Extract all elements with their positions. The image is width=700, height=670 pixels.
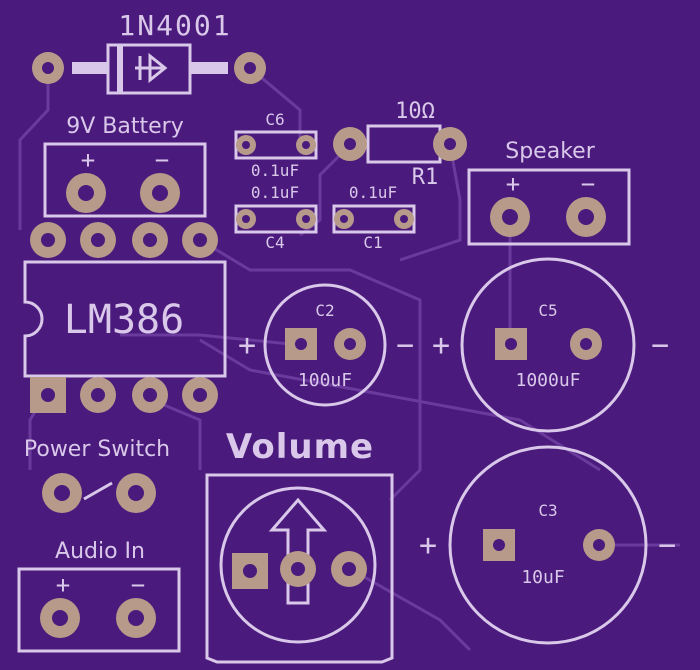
ic-outline [23, 260, 227, 378]
volume-knob-outline [219, 486, 377, 644]
capacitor-c5: C5 1000uF + − [432, 257, 669, 433]
ic-top-pins [30, 222, 218, 258]
audio-in-minus: − [131, 571, 145, 599]
diode-band [117, 45, 123, 93]
diode-body [106, 43, 192, 95]
volume-potentiometer: Volume [205, 427, 394, 664]
speaker-plus: + [506, 170, 520, 198]
battery-label: 9V Battery [66, 114, 183, 139]
ic-bottom-pins [30, 377, 218, 413]
r1-outline [366, 124, 442, 164]
c4-ref: C4 [265, 233, 284, 252]
r1-ref: R1 [412, 165, 439, 190]
battery-plus: + [81, 146, 95, 174]
capacitor-c6: C6 0.1uF [234, 110, 318, 180]
capacitor-c4: 0.1uF C4 [234, 183, 318, 252]
diode-symbol-icon [135, 52, 168, 84]
c3-outline [448, 445, 648, 645]
battery-outline [43, 142, 207, 218]
c5-outline [460, 257, 636, 433]
diode-1n4001: 1N4001 [32, 9, 266, 95]
c2-value: 100uF [298, 370, 352, 391]
c5-value: 1000uF [515, 370, 580, 391]
battery-connector: 9V Battery + − [43, 114, 207, 218]
c4-value: 0.1uF [251, 183, 299, 202]
power-switch: Power Switch [24, 437, 170, 513]
ic-label: LM386 [64, 297, 184, 343]
c3-ref: C3 [538, 501, 557, 520]
c6-ref: C6 [265, 110, 284, 129]
volume-outline [205, 473, 394, 664]
switch-symbol-icon [83, 481, 113, 501]
capacitor-c1: 0.1uF C1 [332, 183, 416, 252]
resistor-r1: 10Ω R1 [333, 99, 467, 190]
c3-minus: − [658, 528, 676, 563]
speaker-connector: Speaker + − [467, 139, 631, 246]
audio-in-label: Audio In [55, 539, 145, 564]
speaker-outline [467, 168, 631, 246]
c3-plus: + [419, 528, 437, 563]
audio-in-plus: + [56, 571, 70, 599]
diode-label: 1N4001 [118, 9, 231, 42]
capacitor-c3: C3 10uF + − [419, 445, 676, 645]
speaker-minus: − [581, 170, 595, 198]
power-switch-label: Power Switch [24, 437, 170, 462]
r1-value: 10Ω [395, 99, 435, 124]
c2-minus: − [396, 328, 414, 363]
ic-lm386: LM386 [23, 222, 227, 413]
c5-minus: − [651, 328, 669, 363]
audio-in-outline [17, 567, 181, 653]
c5-ref: C5 [538, 301, 557, 320]
speaker-label: Speaker [505, 139, 595, 164]
c1-value: 0.1uF [349, 183, 397, 202]
capacitor-c2: C2 100uF + − [238, 283, 414, 407]
arrow-up-icon [268, 497, 328, 605]
audio-in-connector: Audio In + − [17, 539, 181, 653]
c1-ref: C1 [363, 233, 382, 252]
battery-minus: − [155, 146, 169, 174]
c5-plus: + [432, 328, 450, 363]
c2-ref: C2 [315, 301, 334, 320]
c3-value: 10uF [521, 567, 564, 588]
volume-label: Volume [226, 427, 374, 467]
c2-plus: + [238, 328, 256, 363]
c2-outline [263, 283, 387, 407]
c6-value: 0.1uF [251, 161, 299, 180]
